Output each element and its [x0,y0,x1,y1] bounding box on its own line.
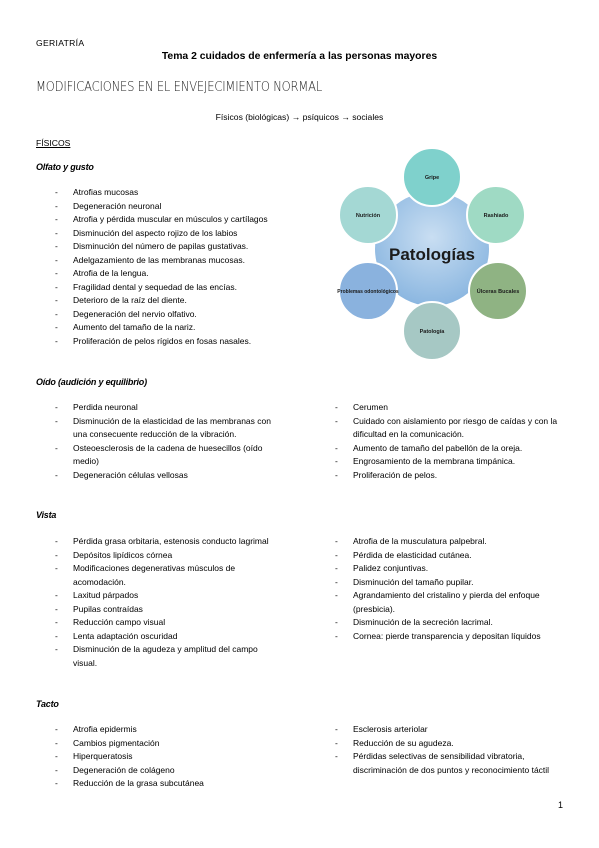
list-item: Reducción de su agudeza. [335,737,567,751]
section-title: MODIFICACIONES EN EL ENVEJECIMIENTO NORM… [36,80,323,95]
list-item: Lenta adaptación oscuridad [55,630,280,644]
list-item: Cerumen [335,401,567,415]
olfato-list: Atrofias mucosasDegeneración neuronalAtr… [55,186,345,348]
node-ulceras-label: Úlceras Bucales [477,288,520,295]
list-item: Atrofia de la lengua. [55,267,345,281]
list-item: Atrofia de la musculatura palpebral. [335,535,567,549]
list-item: Degeneración neuronal [55,200,345,214]
list-item: Atrofias mucosas [55,186,345,200]
list-item: Engrosamiento de la membrana timpánica. [335,455,567,469]
list-item: Aumento de tamaño del pabellón de la ore… [335,442,567,456]
list-item: Disminución de la agudeza y amplitud del… [55,643,280,670]
vista-list-left: Pérdida grasa orbitaria, estenosis condu… [55,535,280,670]
list-item: Pérdidas selectivas de sensibilidad vibr… [335,750,567,777]
vista-list-right: Atrofia de la musculatura palpebral.Pérd… [335,535,567,643]
list-item: Osteoesclerosis de la cadena de huesecil… [55,442,280,469]
node-patologia-circle [402,301,462,361]
subject-label: GERIATRÍA [36,38,85,48]
list-item: Modificaciones degenerativas músculos de… [55,562,280,589]
oido-heading: Oído (audición y equilibrio) [36,377,147,387]
tacto-list-right: Esclerosis arteriolarReducción de su agu… [335,723,567,777]
pathologies-diagram: Patologías Gripe Rashiado Úlceras Bucale… [337,147,528,361]
node-odontologicos-circle [338,261,398,321]
olfato-heading: Olfato y gusto [36,162,94,172]
list-item: Agrandamiento del cristalino y pierda de… [335,589,567,616]
document-title: Tema 2 cuidados de enfermería a las pers… [161,51,438,62]
list-item: Pupilas contraídas [55,603,280,617]
node-nutricion-label: Nutrición [356,213,381,219]
list-item: Atrofia epidermis [55,723,280,737]
oido-list-left: Perdida neuronalDisminución de la elasti… [55,401,280,482]
node-patologia-label: Patología [420,329,446,335]
list-item: Reducción campo visual [55,616,280,630]
vista-heading: Vista [36,510,57,520]
list-item: Disminución del tamaño pupilar. [335,576,567,590]
list-item: Disminución del aspecto rojizo de los la… [55,227,345,241]
list-item: Palidez conjuntivas. [335,562,567,576]
list-item: Cornea: pierde transparencia y depositan… [335,630,567,644]
list-item: Degeneración de colágeno [55,764,280,778]
category-heading: FÍSICOS [36,138,71,148]
list-item: Fragilidad dental y sequedad de las encí… [55,281,345,295]
list-item: Esclerosis arteriolar [335,723,567,737]
list-item: Cambios pigmentación [55,737,280,751]
node-ulceras-circle [468,261,528,321]
center-label: Patologías [389,245,475,264]
list-item: Pérdida grasa orbitaria, estenosis condu… [55,535,280,549]
flow-line: Físicos (biológicas) → psíquicos → socia… [215,112,384,122]
page-number: 1 [557,800,563,810]
list-item: Hiperqueratosis [55,750,280,764]
node-gripe-circle [402,147,462,207]
node-odontologicos-label: Problemas odontológicos [337,289,399,295]
node-rashiado-circle [466,185,526,245]
list-item: Perdida neuronal [55,401,280,415]
list-item: Adelgazamiento de las membranas mucosas. [55,254,345,268]
list-item: Pérdida de elasticidad cutánea. [335,549,567,563]
list-item: Degeneración del nervio olfativo. [55,308,345,322]
oido-list-right: CerumenCuidado con aislamiento por riesg… [335,401,567,482]
list-item: Laxitud párpados [55,589,280,603]
list-item: Proliferación de pelos. [335,469,567,483]
node-rashiado-label: Rashiado [484,213,509,219]
list-item: Cuidado con aislamiento por riesgo de ca… [335,415,567,442]
list-item: Degeneración células vellosas [55,469,280,483]
list-item: Aumento del tamaño de la nariz. [55,321,345,335]
list-item: Depósitos lipídicos córnea [55,549,280,563]
list-item: Disminución del número de papilas gustat… [55,240,345,254]
tacto-heading: Tacto [36,699,59,709]
node-nutricion-circle [338,185,398,245]
list-item: Reducción de la grasa subcutánea [55,777,280,791]
list-item: Disminución de la secreción lacrimal. [335,616,567,630]
list-item: Deterioro de la raíz del diente. [55,294,345,308]
list-item: Disminución de la elasticidad de las mem… [55,415,280,442]
node-gripe-label: Gripe [425,175,439,181]
list-item: Proliferación de pelos rígidos en fosas … [55,335,345,349]
tacto-list-left: Atrofia epidermisCambios pigmentaciónHip… [55,723,280,791]
list-item: Atrofia y pérdida muscular en músculos y… [55,213,345,227]
